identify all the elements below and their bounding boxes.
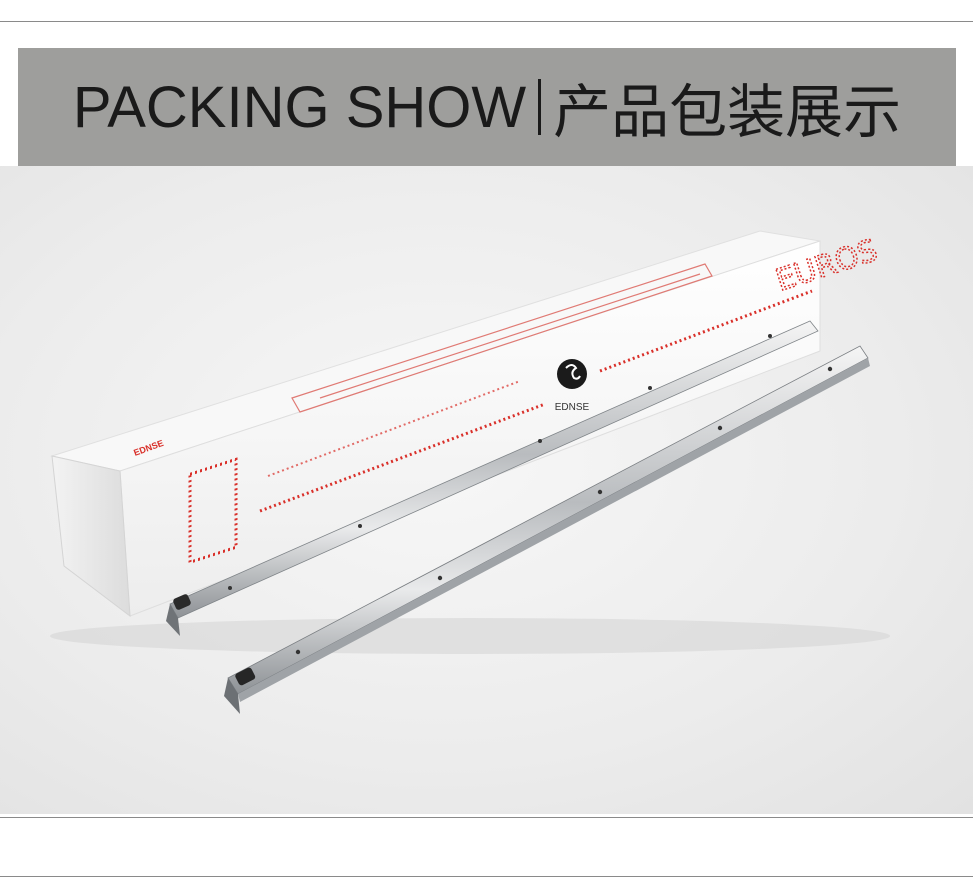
section-title-en: PACKING SHOW bbox=[72, 74, 527, 140]
middle-divider bbox=[0, 817, 973, 818]
brand-logo-text: EDNSE bbox=[555, 402, 590, 413]
product-photo: EDNSE EUROS EDNSE bbox=[0, 166, 973, 814]
bottom-divider bbox=[0, 876, 973, 877]
box-end-pattern bbox=[188, 457, 238, 565]
title-separator bbox=[538, 79, 542, 135]
drawer-slide-back bbox=[166, 320, 819, 636]
box-end-face bbox=[51, 455, 131, 618]
box-red-dots bbox=[259, 289, 813, 513]
brand-logo bbox=[557, 359, 587, 389]
section-title: PACKING SHOW 产品包装展示 bbox=[18, 48, 956, 166]
top-divider bbox=[0, 21, 973, 22]
product-illustration: EDNSE EUROS EDNSE bbox=[50, 230, 890, 714]
box-rail-drawing bbox=[291, 263, 713, 413]
floor-shadow bbox=[50, 618, 890, 654]
section-banner: PACKING SHOW 产品包装展示 bbox=[18, 48, 956, 166]
section-title-cn: 产品包装展示 bbox=[553, 78, 902, 146]
drawer-slide-front bbox=[224, 345, 870, 714]
